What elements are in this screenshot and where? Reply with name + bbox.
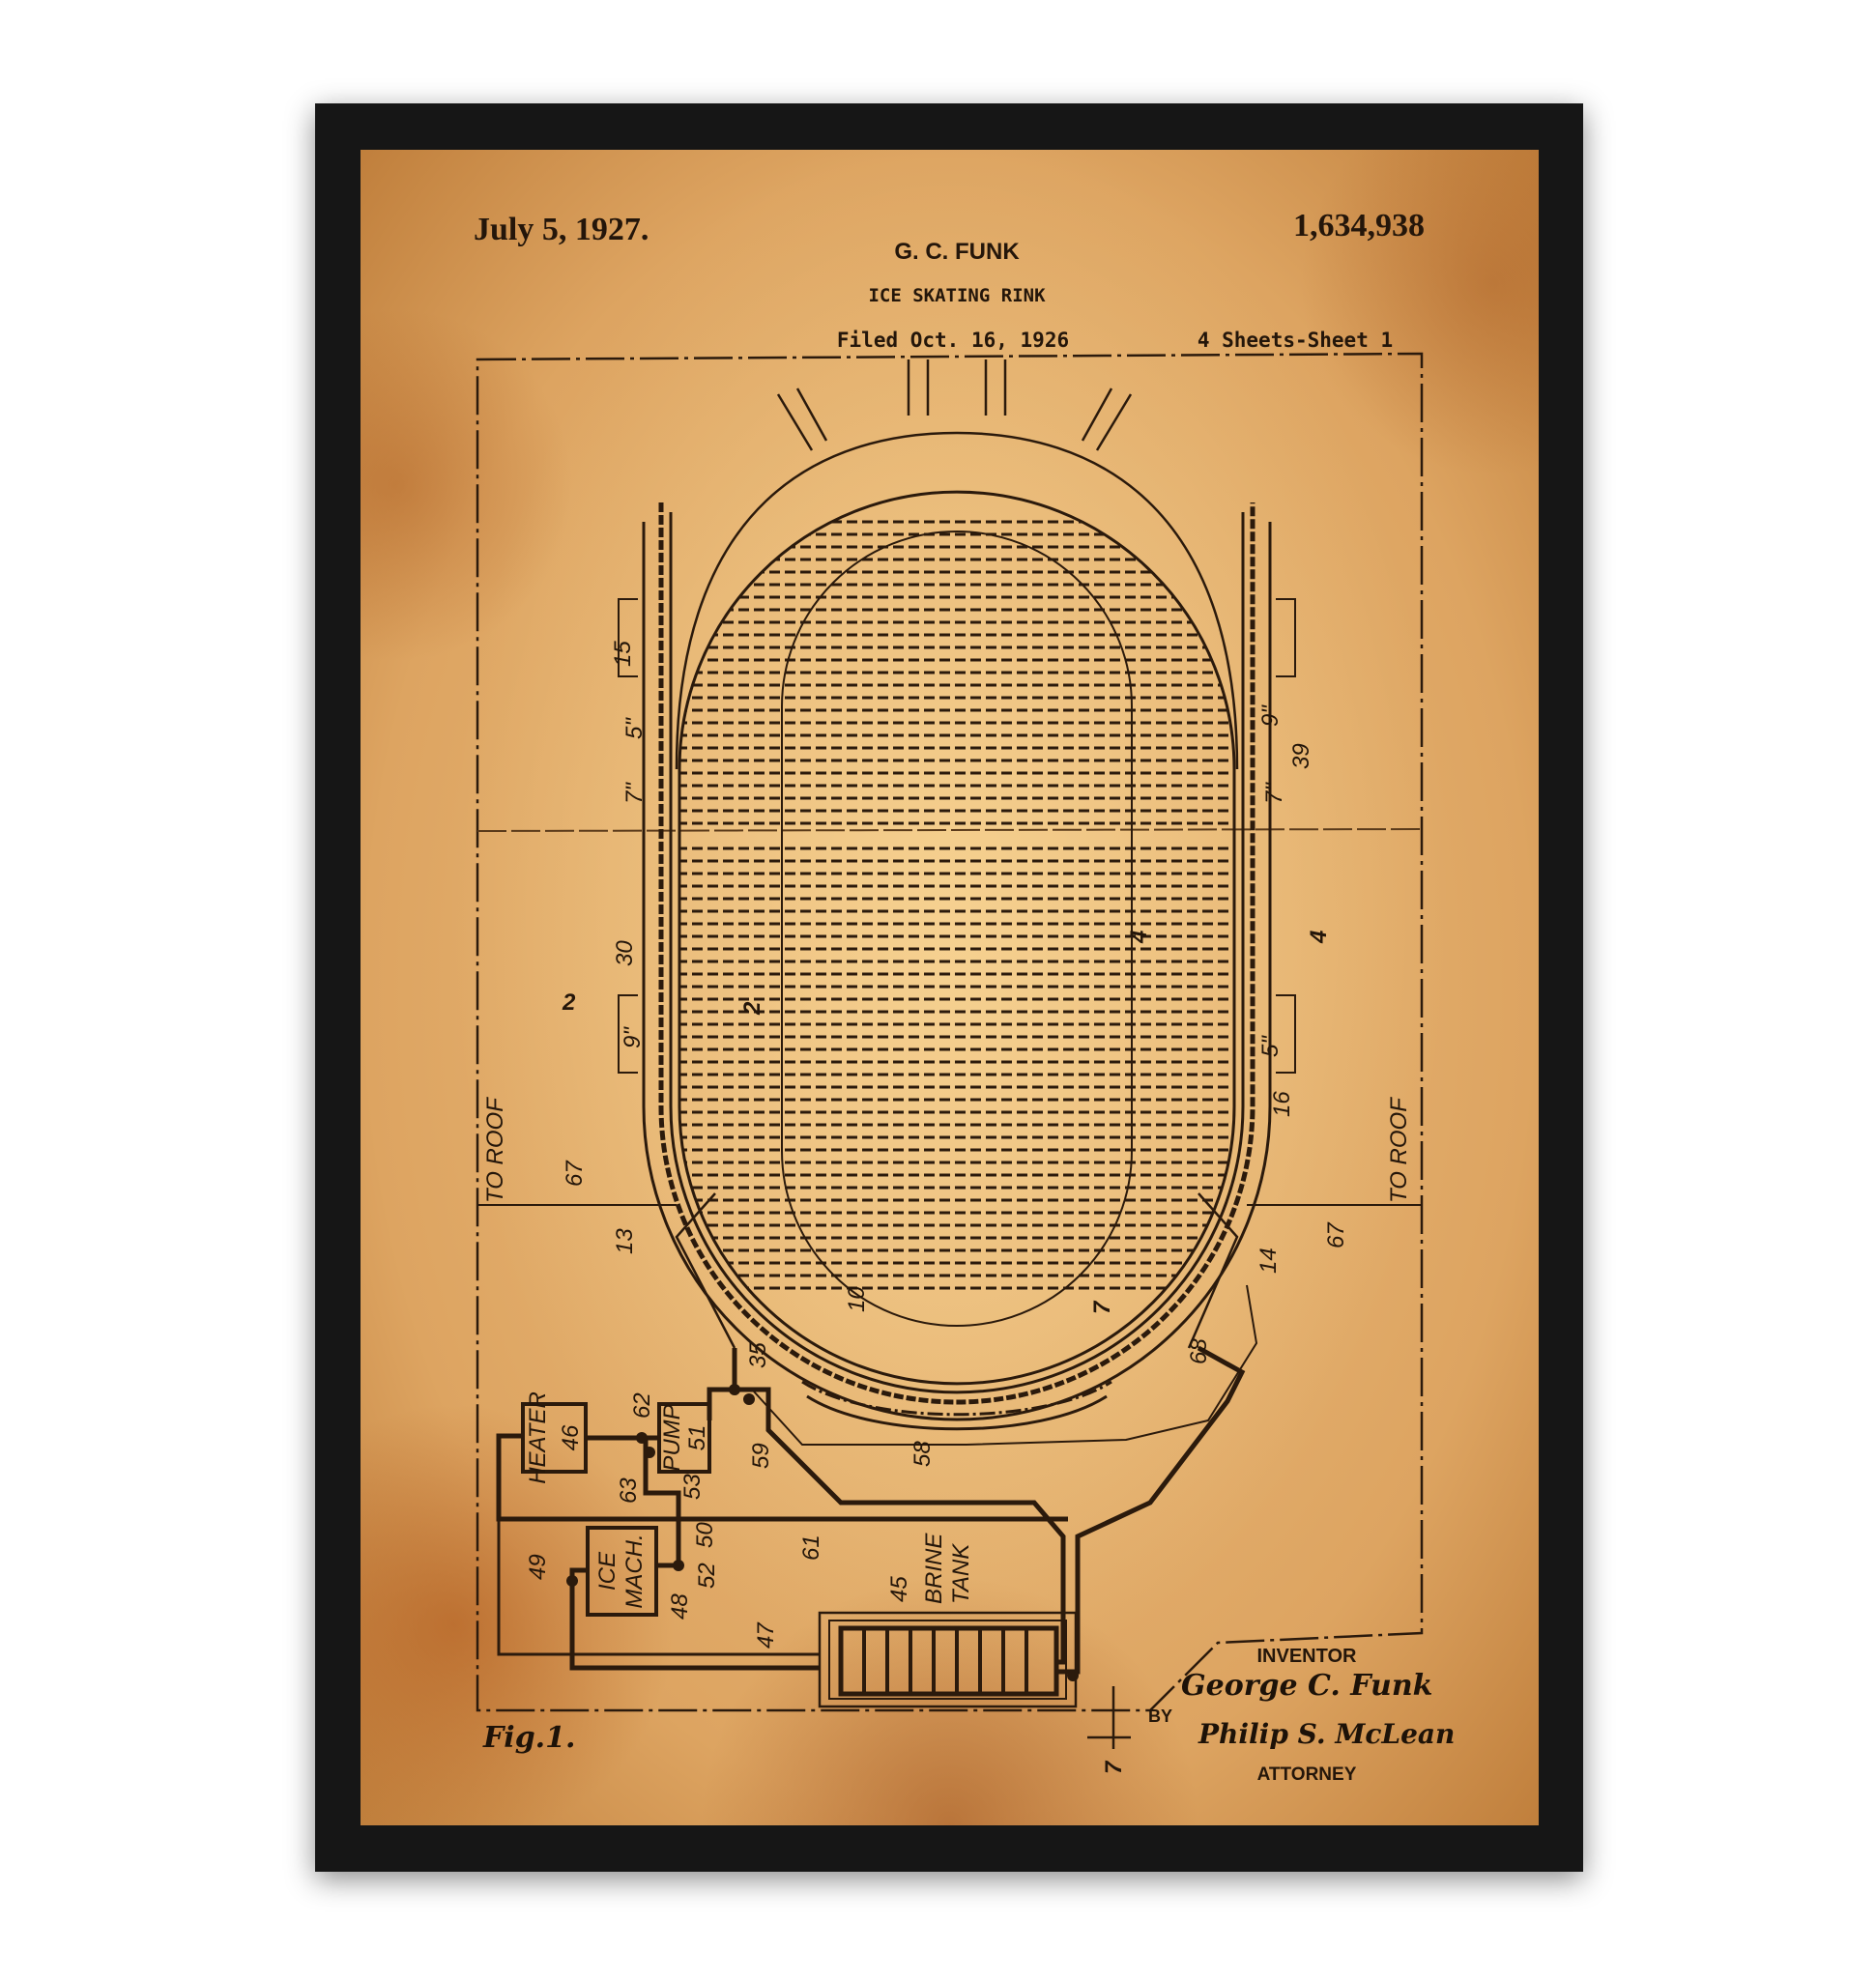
- ref-label: 63: [616, 1477, 642, 1504]
- ref-label: 5": [1257, 1035, 1284, 1057]
- filed-date: Filed Oct. 16, 1926: [837, 329, 1069, 352]
- patent-number: 1,634,938: [1293, 208, 1425, 244]
- arena-outline: [618, 431, 1296, 1446]
- ref-label: 7": [621, 782, 648, 804]
- ref-label: 48: [667, 1593, 693, 1620]
- ice-machine-label-1: ICE: [594, 1551, 621, 1591]
- drawing-border: [476, 352, 1424, 1712]
- attorney-signature: Philip S. McLean: [1198, 1718, 1455, 1750]
- ref-label: 14: [1255, 1248, 1282, 1274]
- sheet-count: 4 Sheets-Sheet 1: [1198, 329, 1393, 352]
- inventor-signature: George C. Funk: [1181, 1669, 1432, 1703]
- ref-label: 45: [886, 1576, 912, 1602]
- entrances: [776, 359, 1133, 451]
- patent-title: ICE SKATING RINK: [868, 285, 1046, 306]
- brine-tank: [818, 1611, 1078, 1708]
- inventor-name: G. C. FUNK: [894, 239, 1020, 265]
- ref-label: 15: [610, 641, 636, 667]
- ref-label: 13: [612, 1228, 638, 1254]
- piping-network: [496, 1345, 1246, 1675]
- ref-label: 10: [844, 1286, 870, 1312]
- ref-label: 53: [679, 1474, 706, 1500]
- ref-label: 58: [909, 1441, 936, 1467]
- ref-label: 35: [745, 1342, 771, 1368]
- ref-label: 7": [1261, 782, 1287, 804]
- ref-label: 68: [1186, 1338, 1212, 1364]
- ref-label: 2: [739, 1001, 765, 1016]
- ref-label: 61: [798, 1534, 824, 1561]
- ref-label: 7: [1101, 1760, 1127, 1774]
- heater-box: HEATER 46: [521, 1391, 588, 1484]
- brine-pipe-grid: [679, 520, 1234, 1290]
- ref-label: 4: [1126, 931, 1152, 944]
- ref-label: 49: [525, 1554, 551, 1580]
- ref-label: 2: [562, 990, 576, 1016]
- attorney-label: ATTORNEY: [1257, 1764, 1357, 1785]
- ref-label: 50: [692, 1522, 718, 1548]
- ref-label: 67: [1323, 1221, 1349, 1248]
- ref-label: 4: [1306, 931, 1332, 944]
- pump-label: PUMP: [659, 1404, 685, 1471]
- heater-number: 46: [558, 1424, 584, 1450]
- by-label: BY: [1148, 1707, 1172, 1726]
- ref-label: TANK: [948, 1543, 974, 1604]
- ref-label: 62: [629, 1392, 655, 1419]
- skating-oval: [781, 531, 1133, 1327]
- ref-label: TO ROOF: [482, 1097, 508, 1203]
- ice-machine-label-2: MACH.: [621, 1534, 648, 1608]
- ref-label: 52: [694, 1563, 720, 1589]
- pump-box: PUMP 51: [657, 1402, 711, 1474]
- ice-machine-box: ICE MACH.: [586, 1526, 658, 1617]
- ref-label: 59: [748, 1443, 774, 1469]
- ref-label: 39: [1288, 743, 1314, 769]
- patent-date: July 5, 1927.: [474, 212, 649, 247]
- figure-label: Fig.1.: [482, 1721, 575, 1755]
- ref-label: TO ROOF: [1386, 1097, 1412, 1203]
- reference-labels: 15 5" 7" 30 2 2 9" TO ROOF 67 13 10 39 9…: [482, 641, 1412, 1774]
- inventor-label: INVENTOR: [1257, 1646, 1358, 1667]
- ref-label: BRINE: [921, 1533, 947, 1604]
- ref-label: 9": [620, 1026, 646, 1048]
- ref-label: 5": [621, 717, 648, 739]
- ref-label: 16: [1269, 1091, 1295, 1117]
- ref-label: 9": [1257, 704, 1284, 727]
- ref-label: 67: [562, 1160, 588, 1187]
- ref-label: 47: [753, 1621, 779, 1649]
- heater-label: HEATER: [525, 1391, 551, 1484]
- section-line-bottom: [1087, 1686, 1131, 1749]
- pump-number: 51: [684, 1425, 710, 1451]
- ref-label: 30: [612, 940, 638, 966]
- ref-label: 7: [1089, 1300, 1115, 1314]
